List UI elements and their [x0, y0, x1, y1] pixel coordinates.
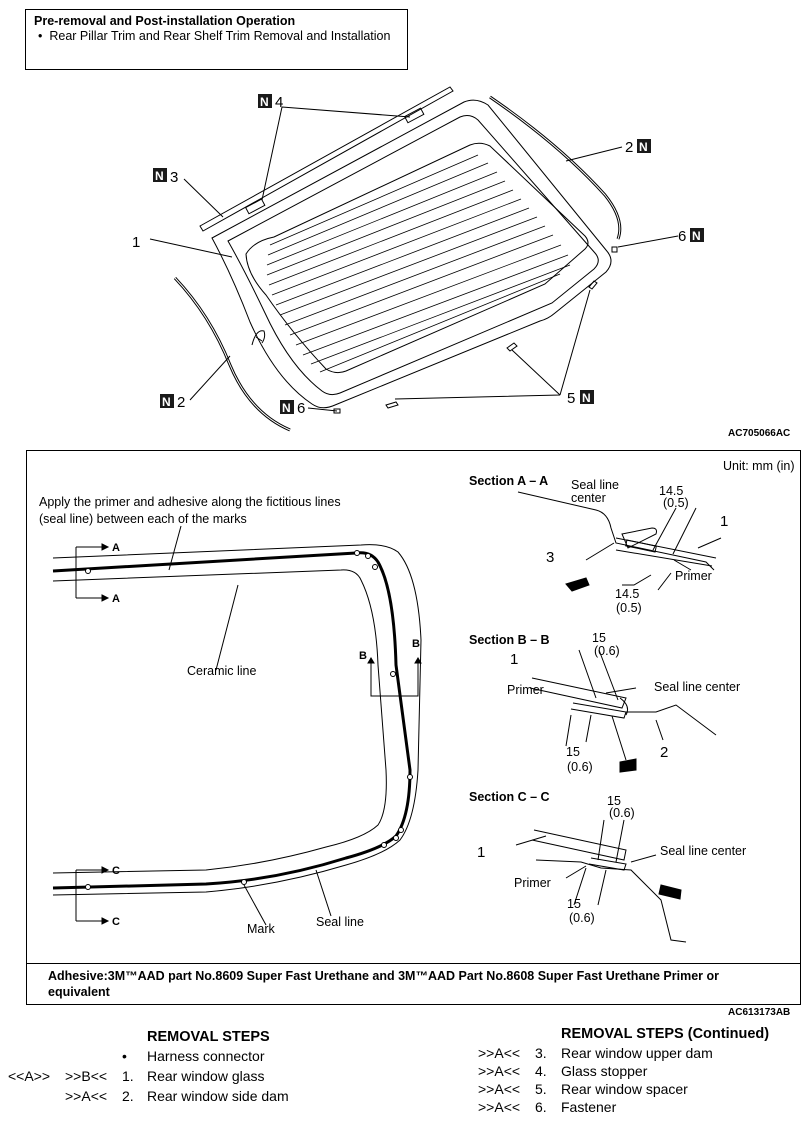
- section-b-seal-line-center: Seal line center: [654, 680, 740, 694]
- removal-step: >>A<< 5. Rear window spacer: [478, 1080, 798, 1098]
- step-text: Rear window spacer: [561, 1081, 688, 1097]
- step-text: Rear window upper dam: [561, 1045, 713, 1061]
- callout-4: 4: [275, 94, 283, 111]
- callout-2-right: 2: [625, 139, 633, 156]
- step-text: Rear window side dam: [147, 1088, 289, 1104]
- section-c-seal-line-center: Seal line center: [660, 844, 746, 858]
- section-c-dim-bottom-in: (0.6): [569, 911, 595, 925]
- step-text: Rear window glass: [147, 1068, 265, 1084]
- new-part-icon: N: [155, 169, 164, 183]
- callout-6-left: 6: [297, 400, 305, 417]
- step-number: 2.: [122, 1088, 134, 1104]
- bullet: •: [38, 29, 43, 43]
- new-part-icon: N: [692, 229, 701, 243]
- removal-step: >>A<< 3. Rear window upper dam: [478, 1044, 798, 1062]
- section-a-dim-top: 14.5: [659, 484, 683, 498]
- section-c-dim-top-in: (0.6): [609, 806, 635, 820]
- section-c-callout-1: 1: [477, 844, 485, 861]
- section-b-callout-2: 2: [660, 744, 668, 761]
- callout-3: 3: [170, 169, 178, 186]
- apply-note-line1: Apply the primer and adhesive along the …: [39, 495, 341, 509]
- exploded-view-diagram: 1 N 4 N 3 2 N 6 N N 2 N 6 5 N AC705066AC: [132, 86, 790, 439]
- callout-1: 1: [132, 234, 140, 251]
- section-b-title: Section B – B: [469, 633, 550, 647]
- removal-steps-list: • Harness connector <<A>> >>B<< 1. Rear …: [8, 1047, 328, 1107]
- section-c-title: Section C – C: [469, 790, 550, 804]
- section-c-dim-top: 15: [607, 794, 621, 808]
- step-text: Fastener: [561, 1099, 617, 1115]
- section-b-letter-left: B: [359, 650, 367, 662]
- step-ref: >>B<<: [65, 1068, 108, 1084]
- removal-step: <<A>> >>B<< 1. Rear window glass: [8, 1067, 328, 1087]
- new-part-icon: N: [582, 391, 591, 405]
- step-number: 5.: [535, 1081, 547, 1097]
- section-b-dim-bottom: 15: [566, 745, 580, 759]
- section-a-callout-1: 1: [720, 513, 728, 530]
- pre-removal-title: Pre-removal and Post-installation Operat…: [34, 14, 296, 28]
- section-a-seal-line: Seal line: [571, 478, 619, 492]
- removal-steps-cont-list: >>A<< 3. Rear window upper dam >>A<< 4. …: [478, 1044, 798, 1116]
- step-bullet: •: [122, 1048, 127, 1064]
- step-text: Glass stopper: [561, 1063, 648, 1079]
- step-number: 3.: [535, 1045, 547, 1061]
- section-a-letter-bottom: A: [112, 593, 120, 605]
- removal-step: >>A<< 6. Fastener: [478, 1098, 798, 1116]
- pre-removal-item: • Rear Pillar Trim and Rear Shelf Trim R…: [34, 29, 399, 43]
- removal-step: >>A<< 4. Glass stopper: [478, 1062, 798, 1080]
- removal-steps-heading: REMOVAL STEPS: [147, 1029, 270, 1045]
- step-ref: >>A<<: [65, 1088, 108, 1104]
- section-b-dim-top-in: (0.6): [594, 644, 620, 658]
- step-install-ref: <<A>>: [8, 1068, 51, 1084]
- figure-code-2: AC613173AB: [728, 1007, 791, 1018]
- section-a-dim-top-in: (0.5): [663, 496, 689, 510]
- callout-6-right: 6: [678, 228, 686, 245]
- section-b-dim-top: 15: [592, 631, 606, 645]
- seal-line-diagram: Apply the primer and adhesive along the …: [39, 459, 795, 943]
- apply-note-line2: (seal line) between each of the marks: [39, 512, 247, 526]
- removal-step: >>A<< 2. Rear window side dam: [8, 1087, 328, 1107]
- step-ref: >>A<<: [478, 1081, 521, 1097]
- pre-removal-item-text: Rear Pillar Trim and Rear Shelf Trim Rem…: [49, 29, 391, 43]
- mark-label: Mark: [247, 922, 276, 936]
- removal-steps-cont-heading: REMOVAL STEPS (Continued): [561, 1026, 770, 1042]
- section-a-title: Section A – A: [469, 474, 548, 488]
- ceramic-line-label: Ceramic line: [187, 664, 257, 678]
- step-ref: >>A<<: [478, 1063, 521, 1079]
- section-a-callout-3: 3: [546, 549, 554, 566]
- removal-step: • Harness connector: [8, 1047, 328, 1067]
- new-part-icon: N: [162, 395, 171, 409]
- new-part-icon: N: [260, 95, 269, 109]
- seal-line-label: Seal line: [316, 915, 364, 929]
- section-c-primer: Primer: [514, 876, 551, 890]
- section-b-dim-bottom-in: (0.6): [567, 760, 593, 774]
- step-number: 6.: [535, 1099, 547, 1115]
- unit-label: Unit: mm (in): [723, 459, 795, 473]
- section-a-primer: Primer: [675, 569, 712, 583]
- adhesive-note: Adhesive:3M™AAD part No.8609 Super Fast …: [26, 963, 801, 1005]
- step-number: 4.: [535, 1063, 547, 1079]
- section-b-letter-right: B: [412, 638, 420, 650]
- section-c-letter-bottom: C: [112, 916, 120, 928]
- callout-2-left: 2: [177, 394, 185, 411]
- new-part-icon: N: [639, 140, 648, 154]
- step-text: Harness connector: [147, 1048, 265, 1064]
- seal-line-diagram-frame: [26, 450, 801, 1005]
- callout-5: 5: [567, 390, 575, 407]
- section-a-dim-bottom-in: (0.5): [616, 601, 642, 615]
- section-a-letter-top: A: [112, 542, 120, 554]
- section-a-center: center: [571, 491, 606, 505]
- section-b-callout-1: 1: [510, 651, 518, 668]
- section-b-primer: Primer: [507, 683, 544, 697]
- step-ref: >>A<<: [478, 1099, 521, 1115]
- pre-removal-box: Pre-removal and Post-installation Operat…: [25, 9, 408, 70]
- section-c-letter-top: C: [112, 865, 120, 877]
- step-number: 1.: [122, 1068, 134, 1084]
- step-ref: >>A<<: [478, 1045, 521, 1061]
- new-part-icon: N: [282, 401, 291, 415]
- figure-code: AC705066AC: [728, 428, 790, 439]
- section-a-dim-bottom: 14.5: [615, 587, 639, 601]
